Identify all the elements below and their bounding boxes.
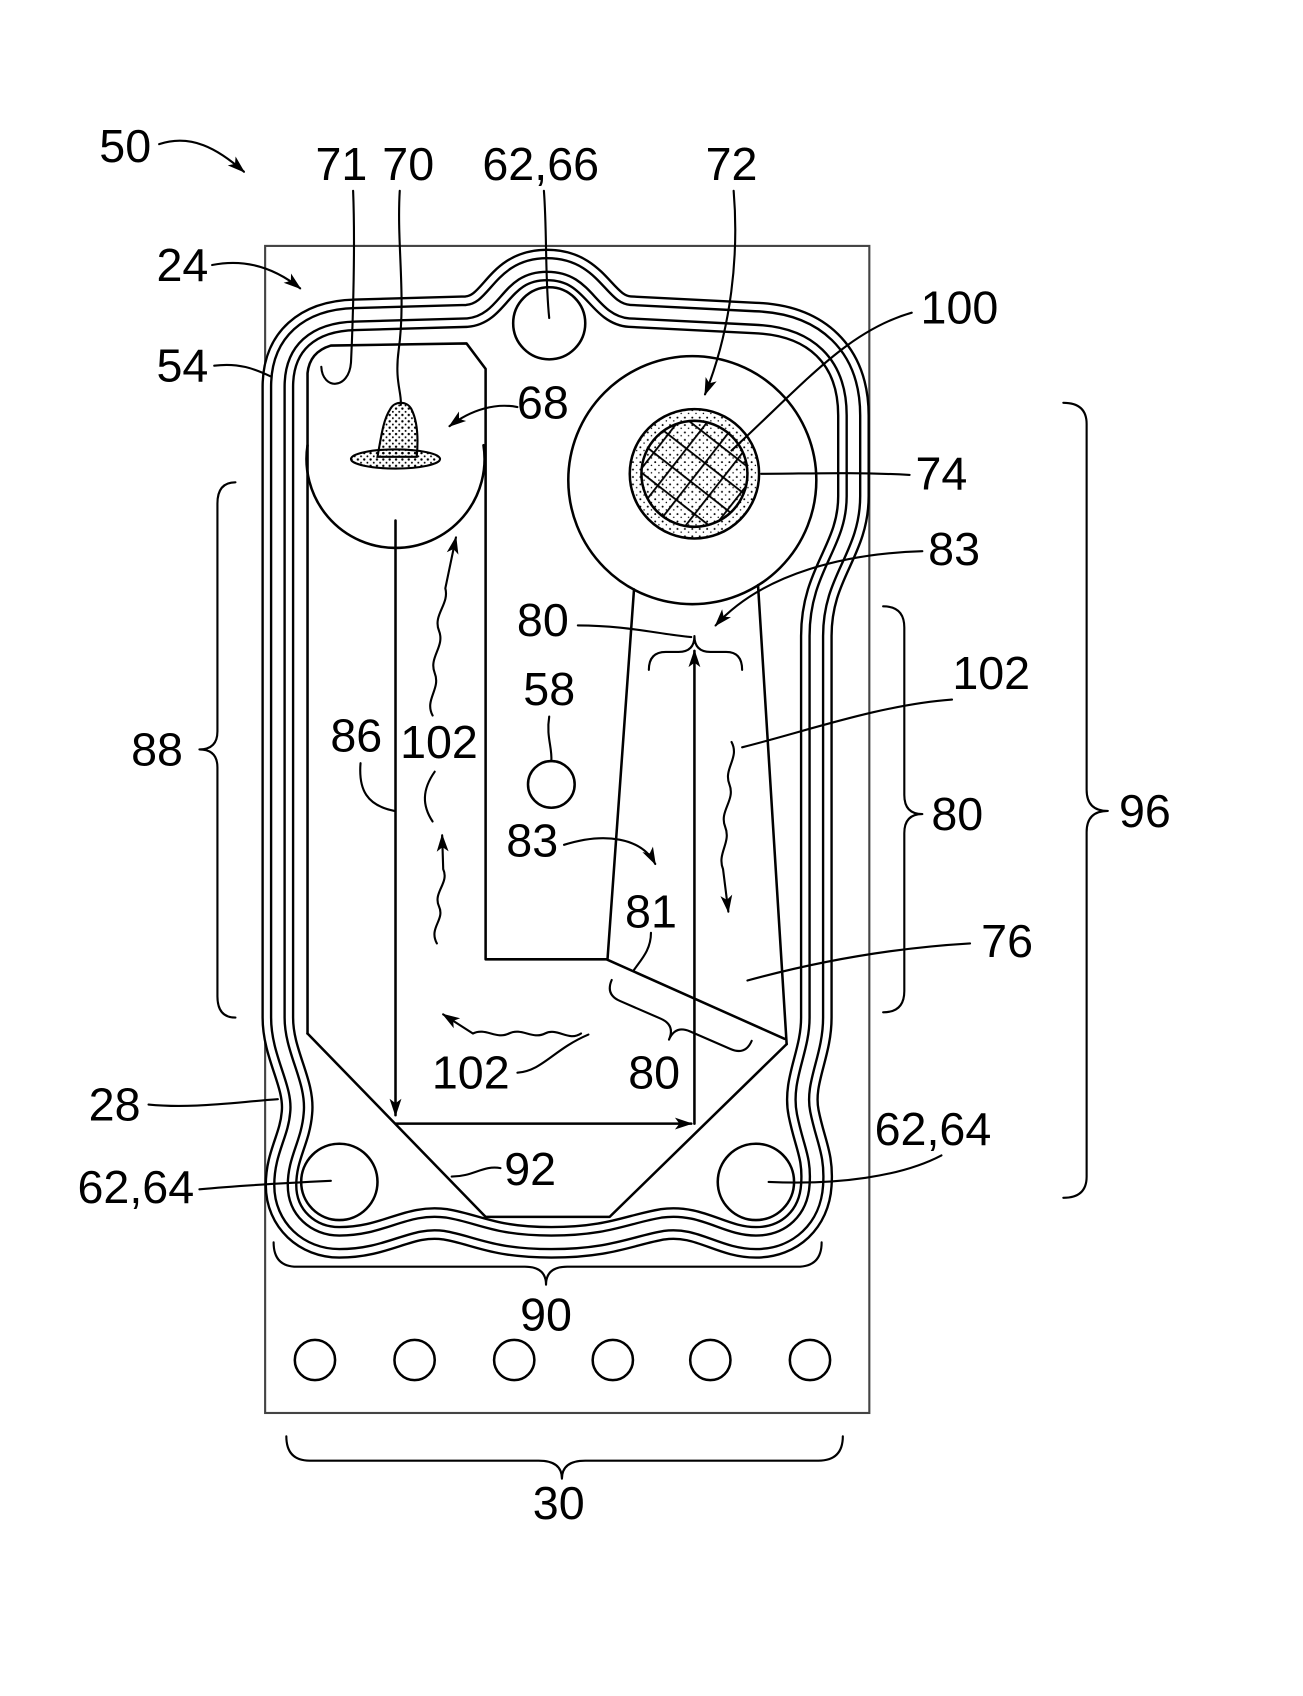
label-74: 74 (915, 448, 967, 500)
brace-30 (286, 1436, 843, 1478)
label-28: 28 (89, 1078, 141, 1130)
label-102-left: 102 (400, 716, 478, 768)
connector-pins (295, 1340, 830, 1380)
leader-71 (321, 191, 354, 384)
leader-72 (705, 191, 735, 395)
channel-right-edge (758, 585, 787, 1044)
label-50: 50 (99, 120, 151, 172)
leader-102-right (742, 700, 952, 748)
connector-pin (790, 1340, 830, 1380)
connector-pin (690, 1340, 730, 1380)
label-80-top: 80 (517, 594, 569, 646)
label-68: 68 (517, 377, 569, 429)
leader-28 (149, 1099, 278, 1106)
label-83-top: 83 (928, 523, 980, 575)
label-81: 81 (625, 885, 677, 937)
nozzle-70 (351, 403, 440, 469)
connector-pin (593, 1340, 633, 1380)
connector-pin (494, 1340, 534, 1380)
leader-50 (159, 141, 244, 172)
label-83-mid: 83 (506, 814, 558, 866)
label-58: 58 (523, 663, 575, 715)
label-80-bottom: 80 (628, 1047, 680, 1099)
label-102-bottom: 102 (432, 1047, 510, 1099)
label-96: 96 (1119, 785, 1171, 837)
reference-numerals: 50 71 70 62,66 72 24 100 54 68 74 83 80 … (77, 120, 1170, 1529)
leader-92 (452, 1168, 501, 1177)
label-90: 90 (520, 1288, 572, 1340)
label-72: 72 (706, 138, 758, 190)
label-62-66: 62,66 (482, 138, 599, 190)
wavy-arrow-bottom (443, 1014, 581, 1036)
wavy-arrow-left-lower (434, 835, 444, 943)
connector-pin (295, 1340, 335, 1380)
label-62-64-right: 62,64 (875, 1103, 992, 1155)
label-92: 92 (504, 1143, 556, 1195)
leader-54 (214, 365, 270, 376)
hole-58 (528, 761, 575, 808)
brace-88 (199, 482, 235, 1017)
label-88: 88 (131, 723, 183, 775)
label-86: 86 (330, 710, 382, 762)
label-76: 76 (981, 915, 1033, 967)
leader-74 (761, 473, 909, 475)
leader-102-left (425, 772, 435, 822)
nozzle-cone (377, 403, 417, 457)
label-102-right: 102 (952, 647, 1030, 699)
wavy-arrow-right (721, 742, 734, 912)
label-80-right: 80 (931, 788, 983, 840)
label-70: 70 (382, 138, 434, 190)
leader-58 (548, 717, 551, 762)
label-100: 100 (921, 281, 999, 333)
leader-81 (634, 933, 651, 970)
label-71: 71 (316, 138, 368, 190)
leader-68 (450, 406, 518, 426)
brace-96 (1063, 403, 1108, 1198)
label-54: 54 (157, 340, 209, 392)
leader-83-mid (564, 838, 655, 864)
wavy-arrow-left-upper (430, 537, 456, 715)
label-62-64-left: 62,64 (77, 1161, 194, 1213)
leader-80-top (578, 625, 691, 637)
label-24: 24 (157, 239, 209, 291)
label-30: 30 (533, 1477, 585, 1529)
leader-24 (212, 263, 300, 288)
filter-mesh-100 (641, 421, 747, 527)
connector-pin (394, 1340, 434, 1380)
leader-86 (360, 763, 394, 811)
port-hole-62-66 (513, 287, 585, 359)
leader-102-bottom (517, 1035, 588, 1073)
